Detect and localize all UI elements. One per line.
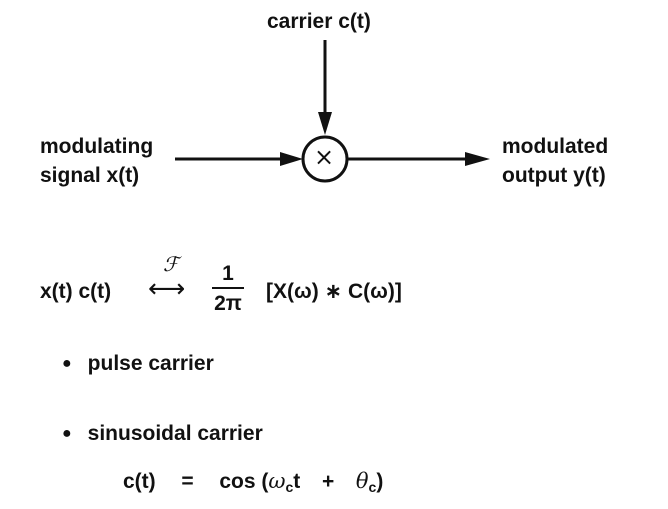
carrier-eq-lhs: c(t) bbox=[123, 470, 156, 493]
carrier-eq-omega-sub: c bbox=[285, 479, 294, 495]
carrier-eq-omega: ω bbox=[268, 469, 286, 493]
input-label-line1: modulating bbox=[40, 135, 154, 158]
input-label-line2: signal x(t) bbox=[40, 164, 140, 187]
bullet-text: sinusoidal carrier bbox=[87, 422, 263, 445]
carrier-eq-plus: + bbox=[321, 470, 335, 493]
fraction-bar bbox=[212, 287, 244, 289]
bullet-pulse-carrier: ● pulse carrier bbox=[62, 350, 214, 379]
bullet-text: pulse carrier bbox=[87, 352, 214, 375]
multiplier-symbol: × bbox=[314, 143, 335, 171]
carrier-eq-theta-sub: c bbox=[368, 479, 377, 495]
carrier-label: carrier c(t) bbox=[267, 10, 371, 33]
bullet-icon: ● bbox=[62, 355, 72, 372]
fraction-numerator: 1 bbox=[222, 262, 234, 285]
output-arrowhead bbox=[465, 152, 490, 166]
carrier-equation: c(t) = cos (ωct + θc) bbox=[123, 468, 383, 501]
fraction-one-over-two-pi: 1 2π bbox=[208, 262, 248, 316]
bullet-sinusoidal-carrier: ● sinusoidal carrier bbox=[62, 420, 263, 449]
equation-rhs: [X(ω) ∗ C(ω)] bbox=[266, 280, 402, 303]
carrier-eq-t: t bbox=[293, 470, 301, 493]
carrier-arrowhead bbox=[318, 112, 332, 135]
carrier-eq-close: ) bbox=[376, 470, 384, 493]
carrier-eq-theta: θ bbox=[355, 469, 369, 493]
transform-arrow: ⟷ bbox=[148, 274, 186, 304]
output-label-line1: modulated bbox=[502, 135, 609, 158]
transform-symbol: ℱ bbox=[163, 252, 179, 276]
bullet-icon: ● bbox=[62, 425, 72, 442]
input-arrowhead bbox=[280, 152, 303, 166]
equation-lhs: x(t) c(t) bbox=[40, 280, 112, 303]
fraction-denominator: 2π bbox=[214, 292, 242, 315]
carrier-eq-equals: = bbox=[181, 470, 194, 493]
output-label-line2: output y(t) bbox=[502, 164, 606, 187]
carrier-eq-func: cos ( bbox=[219, 470, 269, 493]
